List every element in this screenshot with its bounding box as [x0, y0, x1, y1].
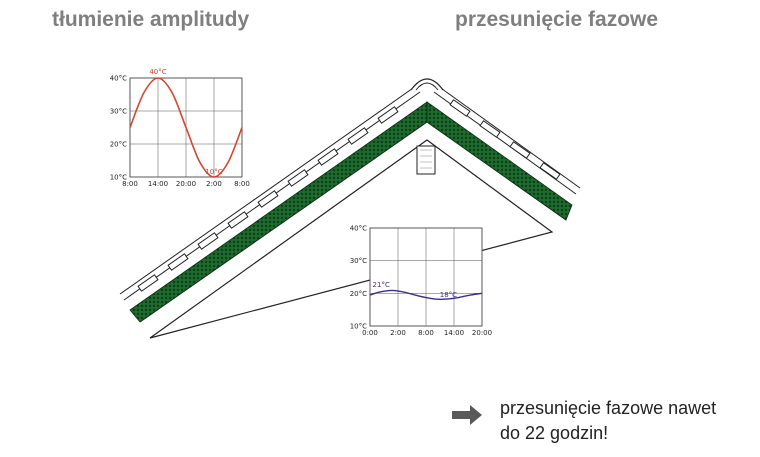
y-axis-ticks: 40°C 30°C 20°C 10°C [110, 75, 127, 182]
x-tick-label: 8:00 [122, 180, 138, 188]
x-tick-label: 0:00 [362, 329, 378, 337]
y-tick-label: 20°C [350, 290, 367, 298]
roof-outer-right-2 [437, 85, 581, 189]
x-tick-label: 20:00 [176, 180, 196, 188]
y-tick-label: 30°C [110, 108, 127, 116]
x-tick-label: 14:00 [444, 329, 464, 337]
annotations: 21°C 18°C [373, 281, 458, 299]
y-tick-label: 40°C [350, 225, 367, 233]
y-tick-label: 10°C [350, 323, 367, 331]
annotations: 40°C 10°C [149, 68, 222, 176]
phase-shift-heading: przesunięcie fazowe [455, 8, 659, 31]
x-tick-label: 20:00 [472, 329, 492, 337]
x-tick-label: 2:00 [206, 180, 222, 188]
roof-inner-outline [149, 139, 554, 339]
annotation-label: 40°C [149, 68, 166, 76]
ridge-cap [410, 78, 444, 91]
rafter-section [416, 145, 436, 175]
note-line-1: przesunięcie fazowe nawet [500, 398, 717, 418]
annotation-label: 18°C [440, 291, 457, 299]
roof-tiles [137, 99, 561, 292]
y-tick-label: 10°C [110, 174, 127, 182]
insulation-right [426, 101, 573, 221]
x-tick-label: 8:00 [418, 329, 434, 337]
ridge-cap-inner [415, 82, 439, 91]
outdoor-temperature-line [129, 77, 243, 178]
chart-grid [369, 227, 483, 327]
right-arrow-icon [452, 405, 482, 425]
y-tick-label: 20°C [110, 141, 127, 149]
annotation-label: 21°C [373, 281, 390, 289]
x-tick-label: 14:00 [148, 180, 168, 188]
y-axis-ticks: 40°C 30°C 20°C 10°C [350, 225, 367, 331]
annotation-label: 10°C [205, 168, 222, 176]
y-tick-label: 40°C [110, 75, 127, 83]
x-tick-label: 2:00 [390, 329, 406, 337]
x-axis-ticks: 8:00 14:00 20:00 2:00 8:00 [122, 180, 250, 188]
indoor-temperature-line [369, 289, 483, 300]
note-line-2: do 22 godzin! [500, 423, 609, 443]
y-tick-label: 30°C [350, 257, 367, 265]
roof-outer-left-2 [119, 85, 417, 295]
x-tick-label: 8:00 [234, 180, 250, 188]
amplitude-damping-heading: tłumienie amplitudy [52, 8, 250, 31]
x-axis-ticks: 0:00 2:00 8:00 14:00 20:00 [362, 329, 492, 337]
